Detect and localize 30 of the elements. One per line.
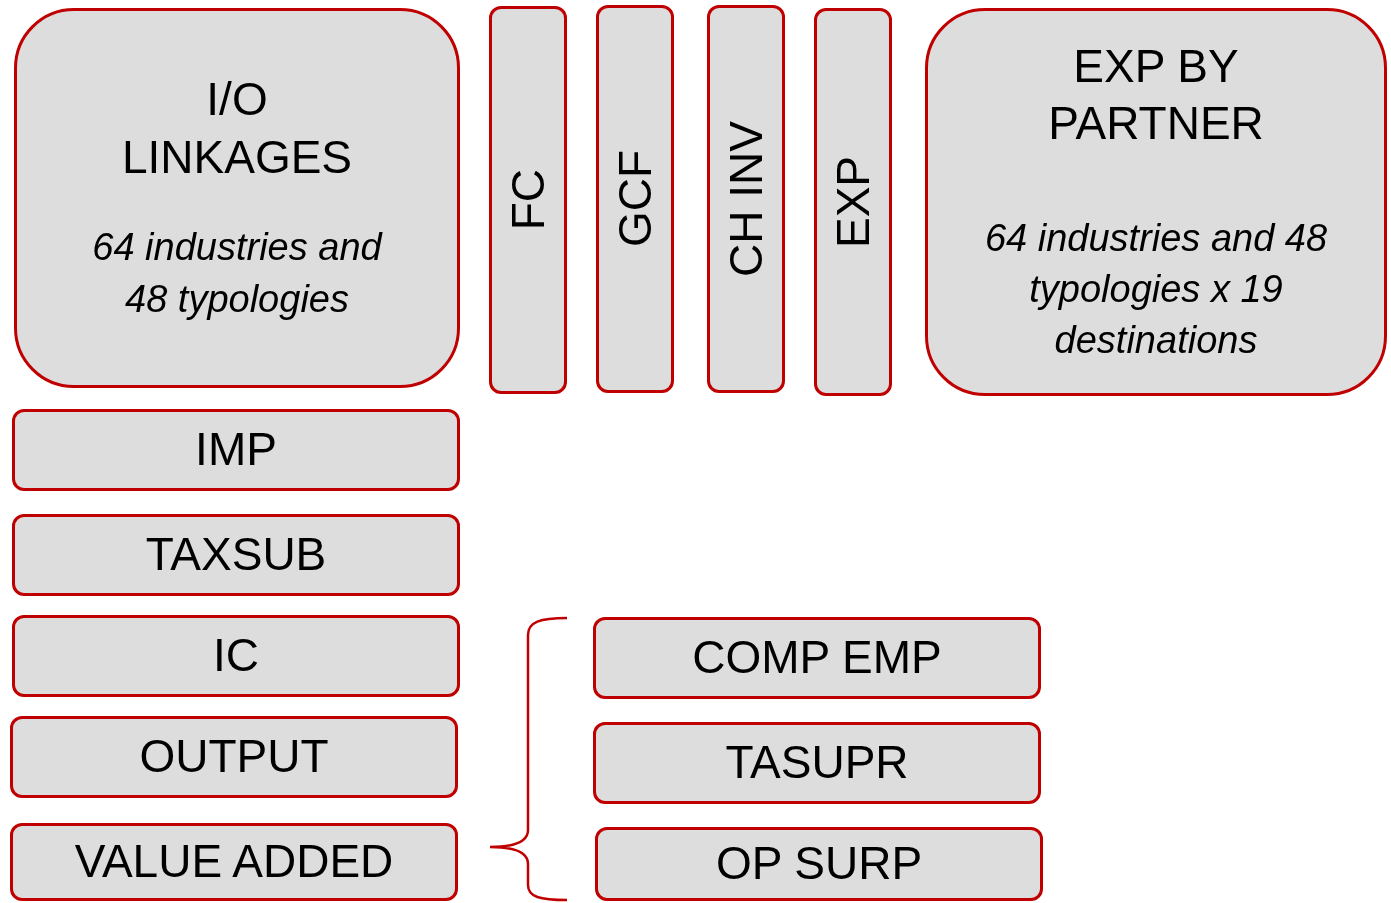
group-box <box>14 8 460 388</box>
box-title: OUTPUT <box>139 729 329 785</box>
column-title: CH INV <box>719 121 773 277</box>
label-box <box>593 722 1041 804</box>
box-description: 64 industries and 48 typologies x 19 destinations <box>983 215 1329 364</box>
label-box <box>10 716 458 798</box>
label-box <box>12 514 460 596</box>
column-box <box>489 6 567 394</box>
group-box <box>925 8 1387 396</box>
column-box <box>596 5 674 393</box>
label-box <box>595 827 1043 901</box>
column-box <box>707 5 785 393</box>
label-box <box>593 617 1041 699</box>
column-title: FC <box>501 169 555 231</box>
column-title: GCF <box>608 150 662 248</box>
label-box <box>12 615 460 697</box>
box-title: IMP <box>195 422 277 478</box>
box-title: TASUPR <box>725 735 909 791</box>
label-box <box>12 409 460 491</box>
box-title: COMP EMP <box>692 630 942 686</box>
column-box <box>814 8 892 396</box>
box-title: OP SURP <box>715 836 923 892</box>
box-title: VALUE ADDED <box>74 834 394 890</box>
box-title: I/O LINKAGES <box>120 72 354 185</box>
label-box <box>10 823 458 901</box>
box-title: TAXSUB <box>145 527 327 583</box>
box-description: 64 industries and 48 typologies <box>91 225 384 322</box>
box-title: IC <box>213 628 259 684</box>
box-title: EXP BY PARTNER <box>1047 38 1265 152</box>
column-title: EXP <box>826 155 880 248</box>
